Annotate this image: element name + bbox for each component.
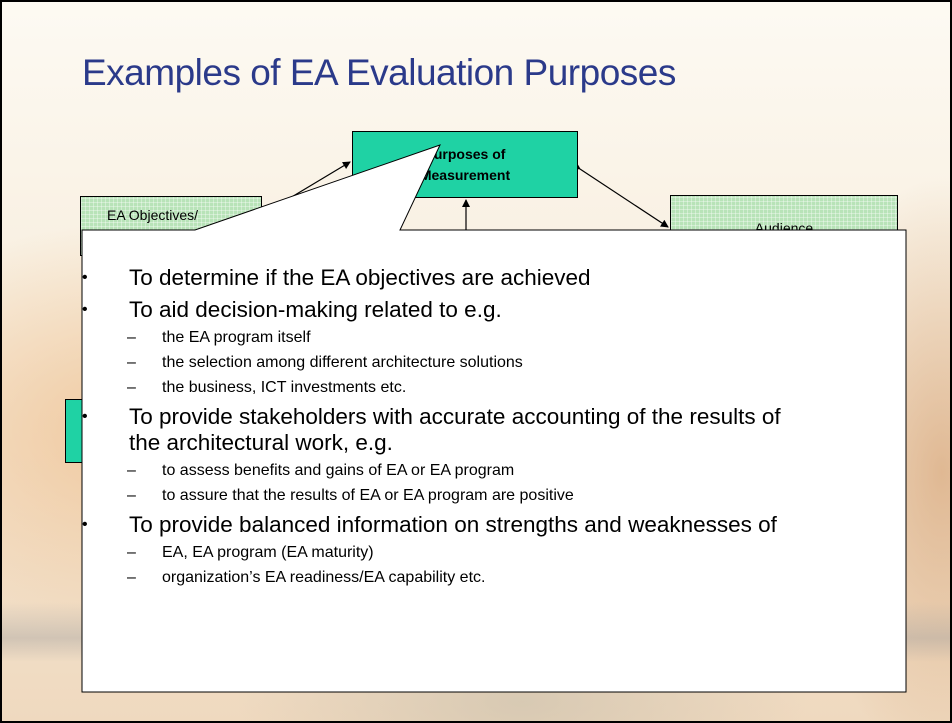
sub-item: – EA, EA program (EA maturity)	[82, 544, 902, 562]
purposes-label-line2: Measurement	[419, 167, 511, 183]
bullet-text-line2: the architectural work, e.g.	[129, 430, 393, 455]
sub-item-text: organization’s EA readiness/EA capabilit…	[162, 569, 486, 586]
bullet-text: To provide balanced information on stren…	[129, 512, 777, 537]
sub-item-text: to assure that the results of EA or EA p…	[162, 487, 574, 504]
dash-symbol: –	[127, 462, 136, 479]
sub-item-text: the EA program itself	[162, 329, 311, 346]
arrow-purposes-audience	[571, 161, 669, 228]
dash-symbol: –	[127, 329, 136, 346]
sub-item: – the selection among different architec…	[82, 354, 902, 372]
bullet-item-2: • To aid decision-making related to e.g.	[82, 297, 902, 323]
callout-text: • To determine if the EA objectives are …	[82, 265, 902, 594]
sub-item-text: the selection among different architectu…	[162, 354, 523, 371]
sub-item: – organization’s EA readiness/EA capabil…	[82, 569, 902, 587]
sub-item: – the business, ICT investments etc.	[82, 379, 902, 397]
dash-symbol: –	[127, 354, 136, 371]
bullet-item-4: • To provide balanced information on str…	[82, 512, 902, 538]
ea-objectives-label: EA Objectives/	[107, 207, 199, 223]
bullet-symbol: •	[82, 516, 88, 533]
bullet-symbol: •	[82, 301, 88, 318]
bullet-symbol: •	[82, 408, 88, 425]
dash-symbol: –	[127, 544, 136, 561]
purposes-label-line1: Purposes of	[424, 146, 506, 162]
bullet-text: To aid decision-making related to e.g.	[129, 297, 502, 322]
slide-title: Examples of EA Evaluation Purposes	[82, 52, 676, 93]
bullet-text-line1: To provide stakeholders with accurate ac…	[129, 404, 781, 429]
sub-item-text: EA, EA program (EA maturity)	[162, 544, 374, 561]
sub-item: – to assess benefits and gains of EA or …	[82, 462, 902, 480]
sub-item-text: to assess benefits and gains of EA or EA…	[162, 462, 515, 479]
bullet-text: To determine if the EA objectives are ac…	[129, 265, 591, 290]
bullet-symbol: •	[82, 269, 88, 286]
dash-symbol: –	[127, 379, 136, 396]
sub-item: – the EA program itself	[82, 329, 902, 347]
sub-item: – to assure that the results of EA or EA…	[82, 487, 902, 505]
dash-symbol: –	[127, 569, 136, 586]
dash-symbol: –	[127, 487, 136, 504]
bullet-item-3: • To provide stakeholders with accurate …	[82, 404, 902, 456]
bullet-item-1: • To determine if the EA objectives are …	[82, 265, 902, 291]
sub-item-text: the business, ICT investments etc.	[162, 379, 407, 396]
